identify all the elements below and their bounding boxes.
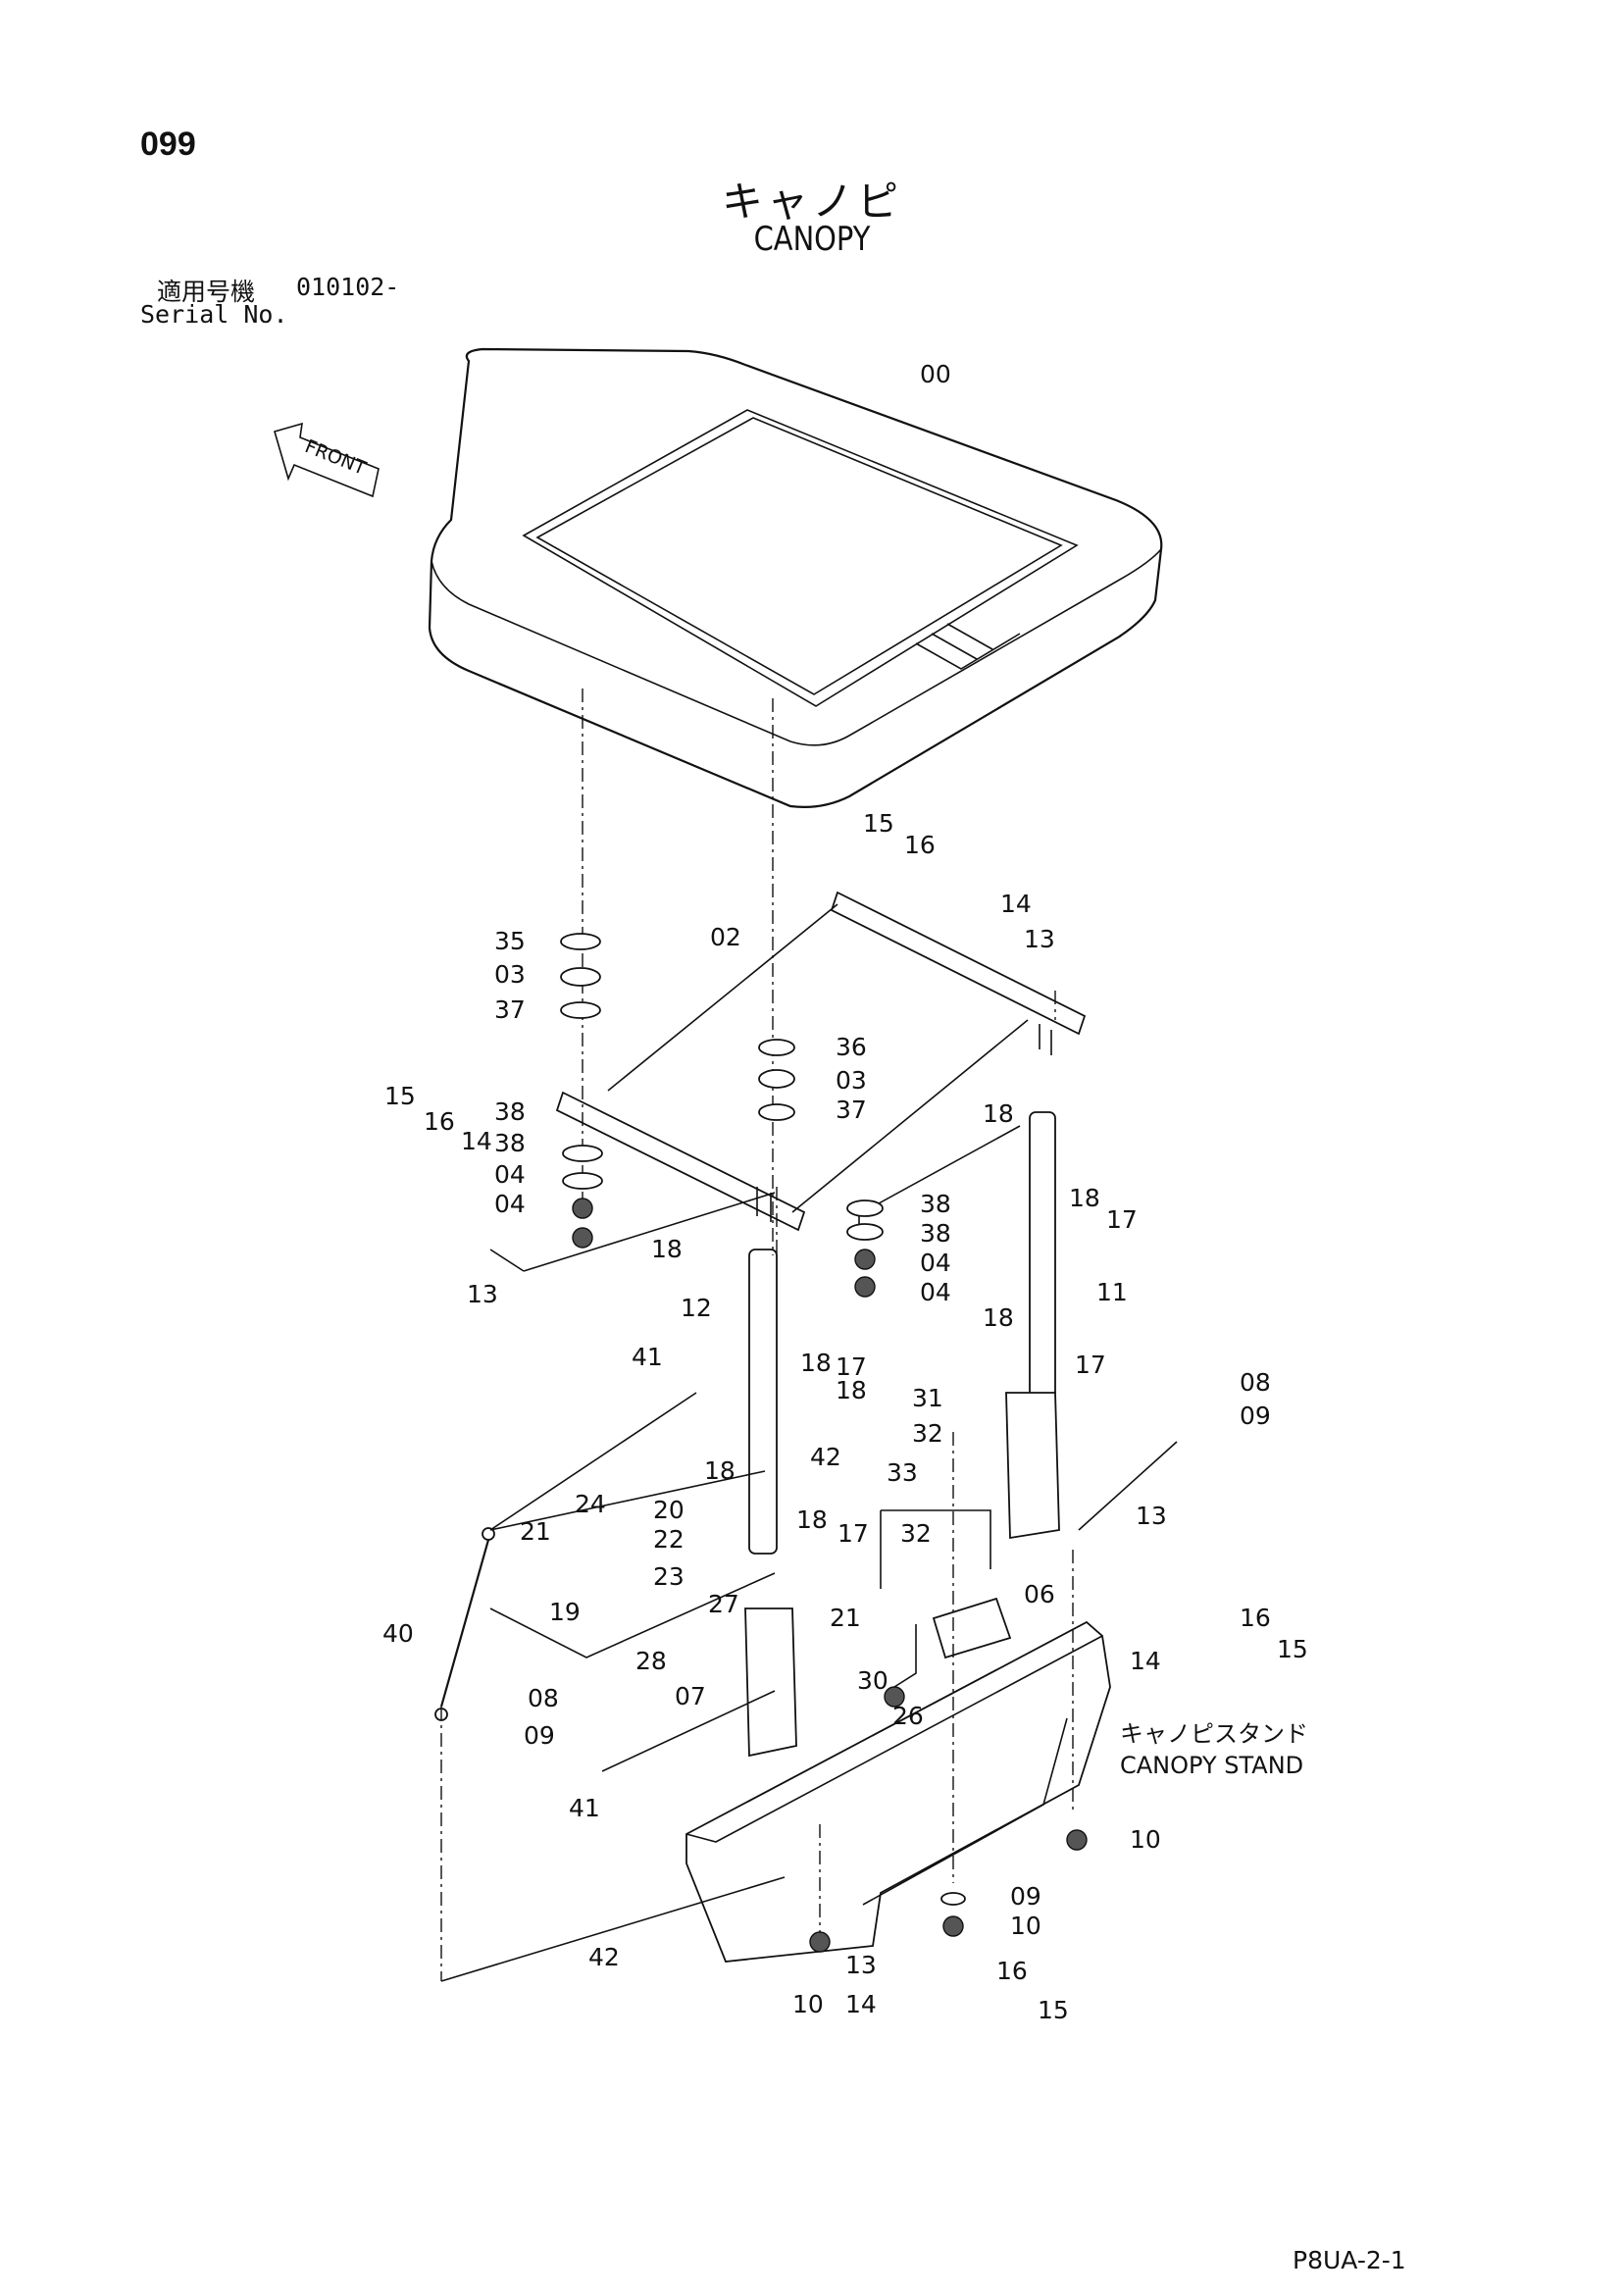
callout-label: 10	[1130, 1825, 1161, 1854]
serial-label-english: Serial No.	[140, 300, 288, 329]
link-arms	[748, 1111, 1056, 1555]
callout-label: 32	[900, 1519, 932, 1548]
callout-label: 40	[382, 1619, 414, 1648]
callout-label: 15	[1277, 1635, 1308, 1663]
callout-label: 23	[653, 1562, 685, 1591]
callout-label: 19	[549, 1598, 581, 1626]
callout-label: 41	[569, 1794, 600, 1822]
callout-label: 41	[632, 1343, 663, 1371]
callout-label: 15	[384, 1082, 416, 1110]
callout-label: 21	[520, 1517, 551, 1546]
callout-label: 16	[996, 1957, 1028, 1985]
gas-spring	[434, 1527, 495, 1721]
callout-label: 32	[912, 1419, 943, 1448]
canopy-roof	[428, 347, 1163, 808]
callout-label: 07	[675, 1682, 706, 1710]
title-japanese: キャノピ	[721, 178, 902, 226]
footer-code: P8UA-2-1	[1293, 2246, 1406, 2274]
callout-label: 20	[653, 1496, 685, 1524]
callout-label: 18	[800, 1349, 832, 1377]
callout-label: 02	[710, 923, 741, 951]
callout-label: 10	[1010, 1912, 1041, 1940]
callout-label: 11	[1096, 1278, 1128, 1306]
callout-label: 42	[588, 1943, 620, 1971]
callout-label: 17	[837, 1519, 869, 1548]
callout-label: 38	[920, 1219, 951, 1248]
callout-label: 35	[494, 927, 526, 955]
callout-label: 03	[494, 960, 526, 989]
callout-label: 16	[424, 1107, 455, 1136]
serial-label-japanese: 適用号機	[157, 278, 256, 306]
callout-label: 31	[912, 1384, 943, 1412]
callout-label: 09	[1010, 1882, 1041, 1911]
callout-label: 17	[836, 1352, 867, 1381]
callout-label: 18	[1069, 1184, 1100, 1212]
callout-label: 18	[651, 1235, 683, 1263]
callout-label: 22	[653, 1525, 685, 1554]
callout-label: 37	[494, 995, 526, 1024]
callout-label: 18	[983, 1303, 1014, 1332]
callout-label: 24	[575, 1490, 606, 1518]
callout-labels: 00 15 16 14 13 02 35 03 37 36 03 37 15 1…	[382, 360, 1308, 2024]
callout-label: 04	[920, 1249, 951, 1277]
callout-label: 16	[904, 831, 936, 859]
callout-label: 14	[845, 1990, 877, 2018]
callout-label: 08	[1240, 1368, 1271, 1397]
sub-assembly-label-japanese: キャノピスタンド	[1120, 1720, 1308, 1748]
callout-label: 18	[983, 1099, 1014, 1128]
callout-label: 38	[494, 1129, 526, 1157]
callout-label: 03	[836, 1066, 867, 1095]
callout-label: 17	[1106, 1205, 1138, 1234]
front-label: FRONT	[302, 435, 370, 480]
callout-label: 30	[857, 1666, 888, 1695]
callout-label: 04	[494, 1190, 526, 1218]
callout-label: 21	[830, 1604, 861, 1632]
title-english: CANOPY	[753, 220, 871, 259]
callout-label: 04	[494, 1160, 526, 1189]
callout-label: 09	[1240, 1402, 1271, 1430]
canopy-stand	[685, 1392, 1111, 1963]
callout-label: 28	[635, 1647, 667, 1675]
callout-label: 10	[792, 1990, 824, 2018]
callout-label: 15	[863, 809, 894, 838]
callout-label: 18	[796, 1505, 828, 1534]
callout-label: 13	[1136, 1502, 1167, 1530]
callout-label: 12	[681, 1294, 712, 1322]
canopy-frame	[555, 891, 1087, 1232]
callout-label: 17	[1075, 1351, 1106, 1379]
callout-label: 15	[1038, 1996, 1069, 2024]
callout-label: 26	[892, 1702, 924, 1730]
callout-label: 00	[920, 360, 951, 388]
callout-label: 18	[836, 1376, 867, 1404]
callout-label: 06	[1024, 1580, 1055, 1608]
callout-label: 13	[1024, 925, 1055, 953]
callout-label: 14	[1000, 890, 1032, 918]
center-lines	[440, 689, 1074, 1981]
callout-label: 36	[836, 1033, 867, 1061]
sub-assembly-label-english: CANOPY STAND	[1120, 1752, 1303, 1779]
callout-label: 14	[461, 1127, 492, 1155]
callout-label: 16	[1240, 1604, 1271, 1632]
callout-label: 13	[845, 1951, 877, 1979]
callout-label: 33	[887, 1458, 918, 1487]
callout-label: 18	[704, 1456, 736, 1485]
callout-label: 38	[494, 1097, 526, 1126]
serial-value: 010102-	[296, 273, 400, 301]
callout-label: 27	[708, 1590, 739, 1618]
callout-label: 08	[528, 1684, 559, 1712]
front-arrow-icon: FRONT	[274, 422, 380, 498]
hardware-stacks	[560, 933, 1088, 1953]
callout-label: 13	[467, 1280, 498, 1308]
callout-label: 38	[920, 1190, 951, 1218]
page-number: 099	[140, 126, 196, 163]
callout-label: 04	[920, 1278, 951, 1306]
callout-label: 14	[1130, 1647, 1161, 1675]
callout-label: 09	[524, 1721, 555, 1750]
callout-label: 42	[810, 1443, 841, 1471]
callout-label: 37	[836, 1096, 867, 1124]
